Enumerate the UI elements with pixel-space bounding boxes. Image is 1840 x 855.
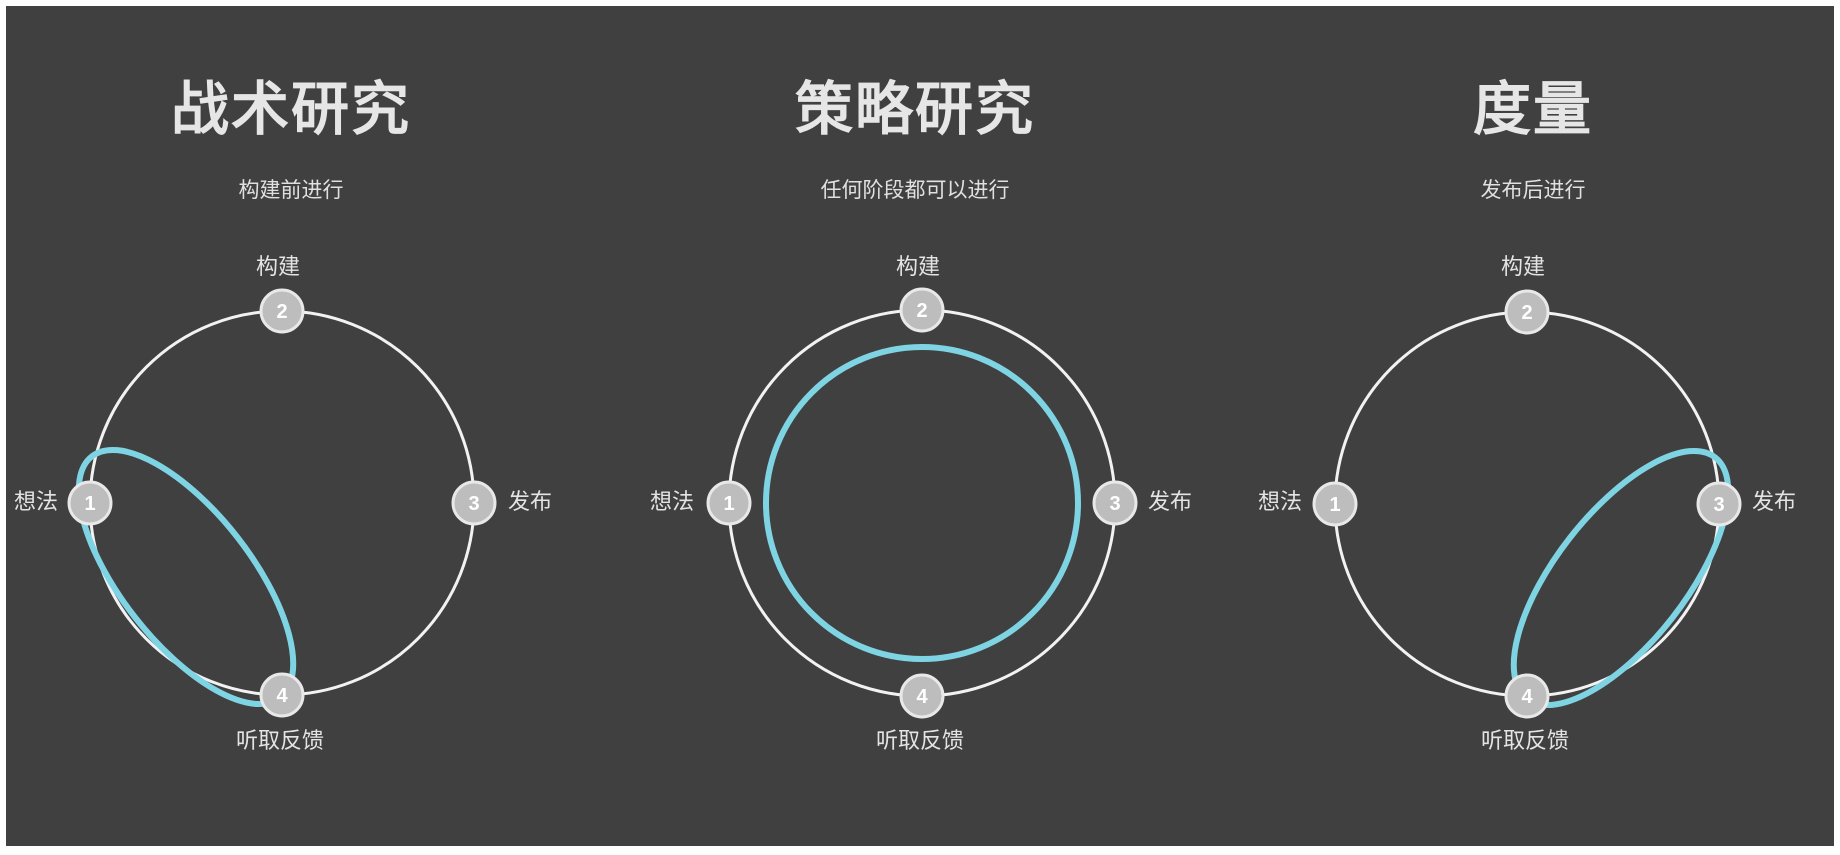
stage-label-idea: 想法 <box>650 490 695 515</box>
stage-node-2: 2 <box>1504 289 1550 335</box>
panel-subtitle: 任何阶段都可以进行 <box>820 178 1010 202</box>
panel-strategic-research: 策略研究 任何阶段都可以进行 2 1 3 4 构建 想法 发布 <box>628 6 1202 846</box>
panel-subtitle: 发布后进行 <box>1480 178 1586 202</box>
panel-subtitle: 构建前进行 <box>238 178 344 202</box>
stage-label-idea: 想法 <box>14 490 59 515</box>
svg-text:2: 2 <box>276 301 287 323</box>
stage-node-3: 3 <box>1696 481 1742 527</box>
svg-text:1: 1 <box>1329 494 1340 516</box>
panel-tactical-research: 战术研究 构建前进行 2 1 3 4 构建 想法 发布 听取 <box>6 6 576 846</box>
stage-node-1: 1 <box>67 480 113 526</box>
diagram-canvas: 战术研究 构建前进行 2 1 3 4 构建 想法 发布 听取 <box>6 6 1834 846</box>
svg-text:4: 4 <box>916 686 928 708</box>
stage-node-1: 1 <box>1312 481 1358 527</box>
stage-node-4: 4 <box>1504 673 1550 719</box>
stage-label-feedback: 听取反馈 <box>1481 729 1570 754</box>
stage-node-2: 2 <box>259 288 305 334</box>
highlight-loop <box>763 344 1081 662</box>
cycle-diagram: 2 1 3 4 <box>706 287 1138 719</box>
stage-node-4: 4 <box>259 672 305 718</box>
stage-label-build: 构建 <box>1501 255 1546 280</box>
stage-node-1: 1 <box>706 480 752 526</box>
stage-label-build: 构建 <box>256 255 301 280</box>
svg-text:3: 3 <box>468 493 479 515</box>
svg-text:4: 4 <box>1521 686 1533 708</box>
panel-title: 策略研究 <box>794 75 1035 143</box>
cycle-ring <box>727 308 1117 698</box>
svg-text:3: 3 <box>1109 493 1120 515</box>
svg-text:2: 2 <box>916 300 927 322</box>
panel-title: 战术研究 <box>170 75 411 143</box>
cycle-ring <box>1333 310 1721 698</box>
svg-text:3: 3 <box>1713 494 1724 516</box>
svg-text:1: 1 <box>723 493 734 515</box>
stage-node-3: 3 <box>451 480 497 526</box>
cycle-ring <box>88 309 476 697</box>
stage-label-release: 发布 <box>508 490 553 515</box>
stage-label-idea: 想法 <box>1258 490 1303 515</box>
svg-text:4: 4 <box>276 685 288 707</box>
stage-node-3: 3 <box>1092 480 1138 526</box>
stage-node-4: 4 <box>899 673 945 719</box>
svg-text:1: 1 <box>84 493 95 515</box>
panel-title: 度量 <box>1472 75 1593 143</box>
stage-label-feedback: 听取反馈 <box>876 729 965 754</box>
cycle-diagram: 2 1 3 4 <box>67 288 497 718</box>
stage-node-2: 2 <box>899 287 945 333</box>
cycle-diagram: 2 1 3 4 <box>1312 289 1742 719</box>
panel-measurement: 度量 发布后进行 2 1 3 4 构建 想法 发布 听取反馈 <box>1238 6 1828 846</box>
svg-text:2: 2 <box>1521 302 1532 324</box>
stage-label-feedback: 听取反馈 <box>236 729 325 754</box>
stage-label-release: 发布 <box>1148 490 1193 515</box>
stage-label-build: 构建 <box>896 255 941 280</box>
stage-label-release: 发布 <box>1752 490 1797 515</box>
